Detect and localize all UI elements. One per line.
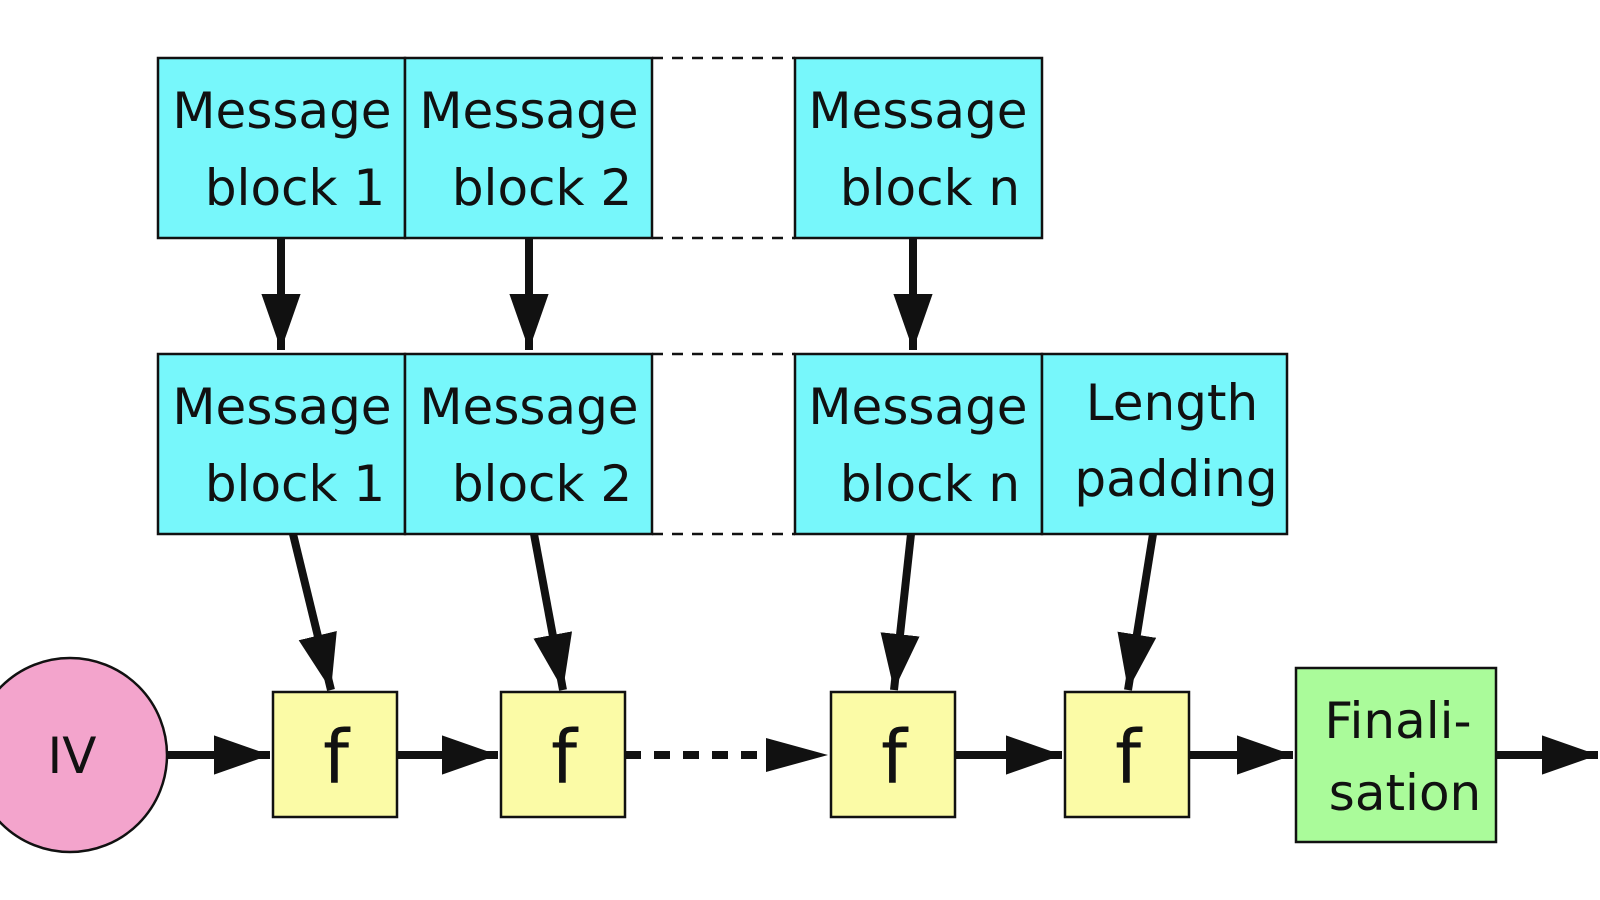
input-block-1: Message block 1 xyxy=(156,56,407,240)
padded-block-n-line2: block n xyxy=(840,455,1020,513)
input-block-n-line2: block n xyxy=(840,159,1020,217)
input-block-1-line1: Message xyxy=(172,82,391,140)
padding-arrows xyxy=(261,238,933,350)
input-block-1-line2: block 1 xyxy=(205,159,385,217)
input-block-2: Message block 2 xyxy=(403,56,654,240)
padded-block-1-line2: block 1 xyxy=(205,455,385,513)
padded-block-1-line1: Message xyxy=(172,378,391,436)
compression-function-3: f xyxy=(829,690,957,819)
finalisation-block: Finali- sation xyxy=(1294,666,1498,844)
feed-arrow-1 xyxy=(289,533,337,691)
padded-block-2-line2: block 2 xyxy=(452,455,632,513)
input-block-n: Message block n xyxy=(793,56,1044,240)
compression-function-4: f xyxy=(1063,690,1191,819)
finalisation-line1: Finali- xyxy=(1324,692,1471,750)
compression-function-2: f xyxy=(499,690,627,819)
input-block-2-line1: Message xyxy=(419,82,638,140)
input-block-2-line2: block 2 xyxy=(452,159,632,217)
feed-arrow-length-padding xyxy=(1117,533,1157,691)
compression-function-1: f xyxy=(271,690,399,819)
feed-arrow-2 xyxy=(530,533,573,691)
padded-block-2: Message block 2 xyxy=(403,352,654,536)
iv-label: IV xyxy=(48,727,97,785)
compression-function-2-label: f xyxy=(551,715,579,801)
chain-row: IV f f f f Finali- sation xyxy=(0,656,1598,854)
input-block-n-line1: Message xyxy=(808,82,1027,140)
chain-arrowhead-f3 xyxy=(766,738,828,772)
length-padding-line2: padding xyxy=(1074,450,1277,508)
input-row: Message block 1 Message block 2 Message … xyxy=(156,56,1044,240)
padded-row: Message block 1 Message block 2 Message … xyxy=(156,352,1289,536)
compression-function-3-label: f xyxy=(881,715,909,801)
feed-arrow-n xyxy=(880,533,920,691)
padded-block-1: Message block 1 xyxy=(156,352,407,536)
compression-function-1-label: f xyxy=(323,715,351,801)
padded-block-n: Message block n xyxy=(793,352,1044,536)
padded-block-n-line1: Message xyxy=(808,378,1027,436)
iv-node: IV xyxy=(0,656,169,854)
compression-function-4-label: f xyxy=(1115,715,1143,801)
feed-arrows xyxy=(289,533,1157,691)
length-padding-line1: Length xyxy=(1086,374,1258,432)
finalisation-line2: sation xyxy=(1329,764,1481,822)
length-padding-block: Length padding xyxy=(1040,352,1289,536)
padded-block-2-line1: Message xyxy=(419,378,638,436)
